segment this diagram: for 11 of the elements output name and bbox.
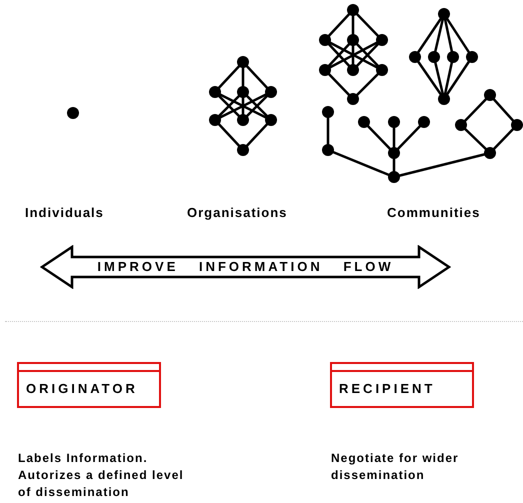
- arrow-label: IMPROVE INFORMATION FLOW: [97, 258, 394, 276]
- role-title: RECIPIENT: [339, 380, 436, 398]
- double-arrow: [40, 245, 451, 289]
- category-label: Individuals: [25, 204, 104, 222]
- role-box: [17, 362, 161, 408]
- role-description: Labels Information. Autorizes a defined level of dissemination: [18, 450, 185, 501]
- role-title: ORIGINATOR: [26, 380, 138, 398]
- role-description: Negotiate for wider dissemination: [331, 450, 460, 484]
- role-box: [330, 362, 474, 408]
- category-label: Organisations: [187, 204, 288, 222]
- category-label: Communities: [387, 204, 480, 222]
